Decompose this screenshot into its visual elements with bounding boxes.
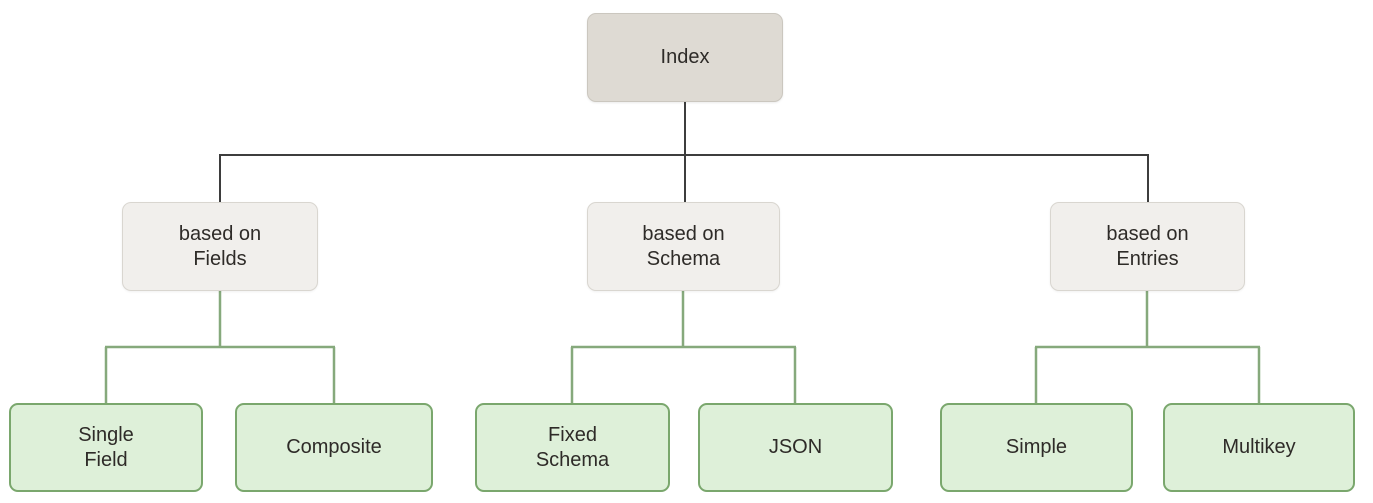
node-fixed-schema: Fixed Schema: [475, 403, 670, 492]
node-multikey: Multikey: [1163, 403, 1355, 492]
connector-fields-to-leaves: [104, 291, 336, 403]
node-based-on-schema: based on Schema: [587, 202, 780, 291]
connector-schema-to-leaves: [570, 291, 797, 403]
connector-root-to-branches: [219, 102, 1149, 202]
node-based-on-fields: based on Fields: [122, 202, 318, 291]
node-simple: Simple: [940, 403, 1133, 492]
node-index: Index: [587, 13, 783, 102]
node-json: JSON: [698, 403, 893, 492]
node-based-on-entries: based on Entries: [1050, 202, 1245, 291]
connector-entries-to-leaves: [1034, 291, 1261, 403]
node-composite: Composite: [235, 403, 433, 492]
node-single-field: Single Field: [9, 403, 203, 492]
